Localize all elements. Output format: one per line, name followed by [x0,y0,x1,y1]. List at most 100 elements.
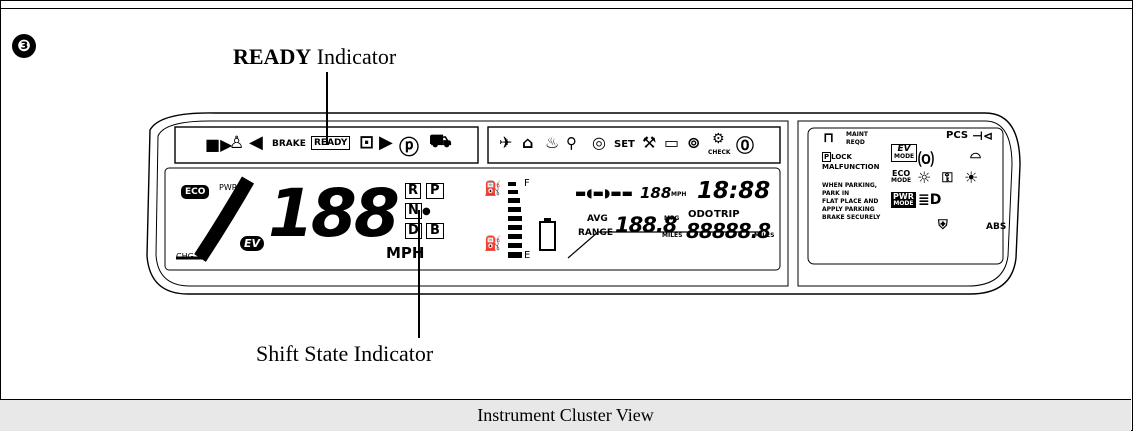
rear-fog-icon: ⚿ [942,170,953,186]
gear-r: R [405,183,422,199]
mpg-unit: MPG [664,215,680,222]
parking-line-4: APPLY PARKING [822,206,875,213]
parking-line-5: BRAKE SECURELY [822,214,881,221]
fuel-pump-icon: ⛽ [484,181,502,197]
brake-text: BRAKE [272,139,306,149]
shift-state-indicator-label: Shift State Indicator [256,341,434,366]
tire-pressure-icon: ◎ [592,133,606,152]
power-steering-icon: ⊚ [687,133,701,152]
ev-mode-line2: MODE [894,153,915,160]
airbag-icon: ✈ [499,133,513,152]
step-marker: ❸ [12,34,36,58]
avg-label: AVG [587,214,608,224]
seat-indicator-icon: ⊡ [359,132,375,153]
parking-line-3: FLAT PLACE AND [822,198,879,205]
check-engine-icon: ⚙ [712,131,725,147]
fuel-full-label: F [524,178,530,189]
trip-label: TRIP [714,209,740,220]
parking-brake-icon: ⓟ [399,135,419,159]
pwr-mode-line2: MODE [893,200,914,207]
odo-label: ODO [688,209,714,220]
power-gauge-arc [194,176,255,262]
clock-readout: 18:88 [697,178,771,204]
turn-right-icon: ▶ [379,132,393,153]
coolant-temp-icon: ♨ [545,133,560,152]
hybrid-battery-icon [539,221,556,251]
mpg-readout: 188.8 [615,213,677,237]
cruise-unit: MPH [671,191,687,198]
battery-charge-icon: ▭ [664,133,680,152]
chg-text: CHG [176,252,194,261]
seatbelt-icon: ♙ [229,133,245,153]
fuel-empty-label: E [524,250,531,261]
range-label: RANGE [578,228,613,238]
maintenance-icon: ⊓ [823,130,835,146]
door-open-icon: ⌂ [522,133,534,152]
cruise-set-text: SET [614,139,635,150]
gear-p: P [426,183,444,199]
figure-caption: Instrument Cluster View [0,399,1131,431]
eco-mode-line1: ECO [892,169,911,178]
cruise-car-icons: ▬◖▬◗▬▬ [575,186,633,200]
reqd-text: REQD [846,139,865,146]
ready-indicator-label: READY Indicator [233,44,396,70]
fuel-pump-icon-low: ⛽ [484,236,502,252]
parking-line-2: PARK IN [822,190,850,197]
speed-readout: 188 [268,175,400,252]
ev-mode-line1: EV [897,144,911,154]
gear-d: D [405,223,422,239]
p-lock-box: P [822,152,832,162]
abs-text: ABS [986,222,1007,232]
brake-system-icon: ⓪ [736,136,754,157]
skid-icon: ⚒ [642,133,657,152]
high-beam-icon: ≣D [918,192,942,208]
right-lcd-area [807,127,1004,265]
odo-unit: MILES [754,232,775,239]
top-rule [0,8,1133,9]
key-indicator-icon: ⛨ [938,218,948,233]
p-lock-label: LOCK [831,153,852,161]
eco-mode-line2: MODE [891,177,912,184]
ready-indicator: READY [311,136,351,150]
ready-label-rest: Indicator [311,44,397,69]
parking-line-1: WHEN PARKING, [822,182,878,189]
speed-unit: MPH [386,244,425,262]
pwr-mode-line1: PWR [893,192,914,201]
pcs-text: PCS [946,130,969,141]
cruise-speed: 188 [640,184,672,202]
ready-label-bold: READY [233,44,312,69]
turn-left-icon: ◀ [249,132,263,153]
cluster-housing [146,112,1021,295]
malfunction-text: MALFUNCTION [822,163,880,171]
top-right-indicator-box [487,126,781,164]
cluster-main-panel [155,120,789,287]
headlight-on-icon: ☼ [917,168,932,187]
front-fog-icon: ☀ [964,168,979,187]
ev-badge: EV [240,236,265,251]
oil-pressure-icon: ⚲ [566,134,577,152]
cluster-right-panel [797,120,1013,287]
vehicle-warning-icon: ⛟ [429,131,452,152]
miles-unit-left: MILES [662,232,683,239]
pwr-text: PWR [219,183,238,192]
gear-n: N [405,203,422,219]
odo-divider [567,231,762,259]
pcs-icon: ⊣⊲ [972,129,994,143]
headlight-icon: ■▶ [205,135,233,154]
gear-pointer: ● [422,206,431,217]
gear-b: B [426,223,444,239]
brake-warning-icon: ⒪ [918,150,935,169]
parking-message: WHEN PARKING, PARK IN FLAT PLACE AND APP… [822,182,880,222]
slip-indicator-icon: ⌓ [970,146,982,162]
maint-text: MAINT [846,131,868,138]
check-text: CHECK [708,149,731,156]
fuel-gauge-bars [508,182,522,258]
lcd-area [164,167,781,271]
eco-badge: ECO [181,185,210,199]
odo-readout: 88888.8 [686,219,771,243]
